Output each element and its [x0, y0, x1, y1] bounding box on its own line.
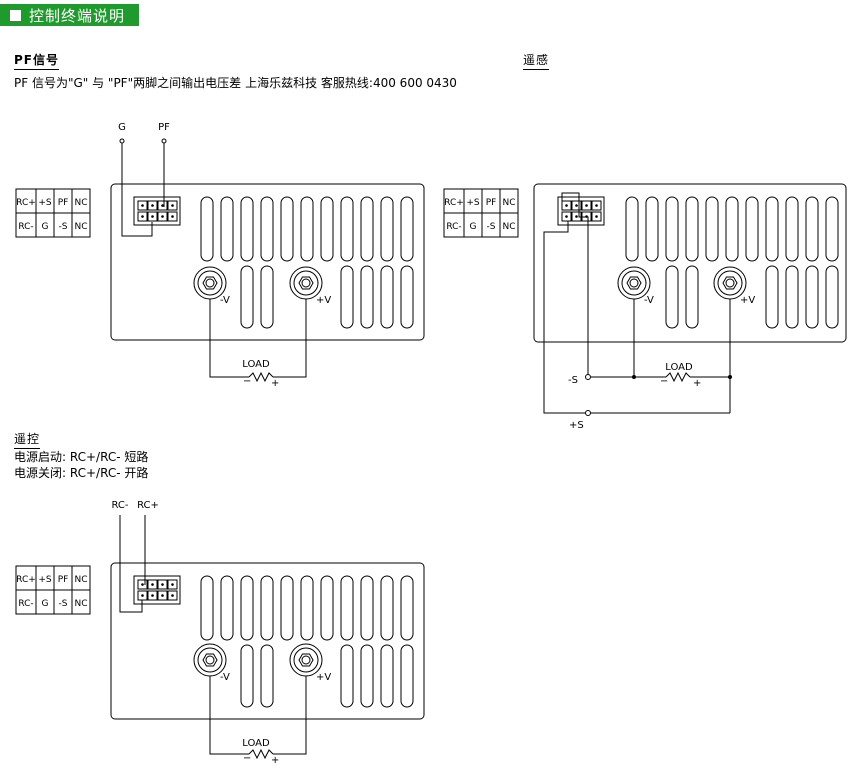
pin-cell: RC- — [446, 222, 461, 232]
pin-cell: NC — [74, 575, 87, 585]
pin-cell: G — [42, 599, 49, 609]
remote-power-off-text: 电源关闭: RC+/RC- 开路 — [14, 466, 149, 480]
control-connector — [133, 196, 181, 226]
control-connector — [133, 575, 181, 605]
load-minus-label: − — [243, 376, 251, 387]
psu-chassis — [533, 183, 847, 343]
remote-power-on-text: 电源启动: RC+/RC- 短路 — [14, 450, 149, 464]
pin-cell: RC+ — [16, 198, 36, 208]
pf-diagram: RC+ +S PF NC RC- G -S NC -V +V LOAD − + — [15, 122, 425, 389]
remote-diagram: RC+ +S PF NC RC- G -S NC -V +V LOAD − + … — [15, 500, 425, 766]
pin-cell: RC+ — [444, 198, 464, 208]
load-minus-label: − — [243, 753, 251, 764]
psu-chassis — [110, 562, 425, 720]
g-label: G — [118, 122, 126, 133]
pin-cell: NC — [502, 222, 515, 232]
psu-chassis — [110, 183, 425, 341]
sense-section-title: 遥感 — [523, 51, 550, 70]
section-banner: 控制终端说明 — [0, 4, 139, 26]
remote-section-title: 遥控 — [14, 430, 41, 449]
plus-v-label: +V — [316, 295, 331, 306]
pin-table: RC+ +S PF NC RC- G -S NC — [443, 188, 519, 238]
pin-cell: -S — [487, 222, 496, 232]
load-plus-label: + — [271, 755, 279, 766]
load-plus-label: + — [271, 378, 279, 389]
rc-minus-label: RC- — [111, 500, 128, 511]
pin-cell: +S — [38, 198, 52, 208]
load-label: LOAD — [242, 359, 270, 370]
pin-cell: G — [42, 222, 49, 232]
pin-cell: G — [470, 222, 477, 232]
rc-plus-label: RC+ — [137, 500, 159, 511]
pin-cell: PF — [58, 575, 69, 585]
plus-s-label: +S — [569, 420, 584, 431]
pf-description: PF 信号为"G" 与 "PF"两脚之间输出电压差上海乐兹科技 客服热线:400… — [14, 74, 457, 91]
pin-cell: NC — [74, 198, 87, 208]
pin-table: RC+ +S PF NC RC- G -S NC — [15, 188, 91, 238]
load-label: LOAD — [242, 738, 270, 749]
minus-v-label: -V — [220, 295, 230, 306]
pin-cell: -S — [59, 599, 68, 609]
pin-cell: NC — [74, 599, 87, 609]
load-label: LOAD — [665, 362, 693, 373]
pin-cell: RC- — [18, 222, 33, 232]
pin-cell: -S — [59, 222, 68, 232]
pin-cell: RC+ — [16, 575, 36, 585]
pin-cell: RC- — [18, 599, 33, 609]
pin-cell: +S — [466, 198, 480, 208]
sense-diagram: RC+ +S PF NC RC- G -S NC -V +V -S — [443, 183, 847, 431]
minus-s-label: -S — [568, 375, 578, 386]
plus-v-label: +V — [316, 672, 331, 683]
pf-section-title: PF信号 — [14, 51, 59, 70]
load-minus-label: − — [660, 376, 668, 387]
pin-cell: NC — [502, 198, 515, 208]
pin-cell: PF — [58, 198, 69, 208]
banner-title: 控制终端说明 — [29, 6, 126, 25]
pin-cell: NC — [74, 222, 87, 232]
pin-table: RC+ +S PF NC RC- G -S NC — [15, 565, 91, 615]
pin-cell: +S — [38, 575, 52, 585]
load-plus-label: + — [693, 378, 701, 389]
minus-v-label: -V — [644, 295, 654, 306]
square-bullet-icon — [10, 9, 21, 21]
control-connector — [557, 196, 605, 226]
plus-v-label: +V — [740, 295, 755, 306]
pf-label: PF — [158, 122, 170, 133]
minus-v-label: -V — [220, 672, 230, 683]
hotline-text: 上海乐兹科技 客服热线:400 600 0430 — [245, 76, 457, 90]
pf-description-text: PF 信号为"G" 与 "PF"两脚之间输出电压差 — [14, 76, 242, 90]
pin-cell: PF — [486, 198, 497, 208]
